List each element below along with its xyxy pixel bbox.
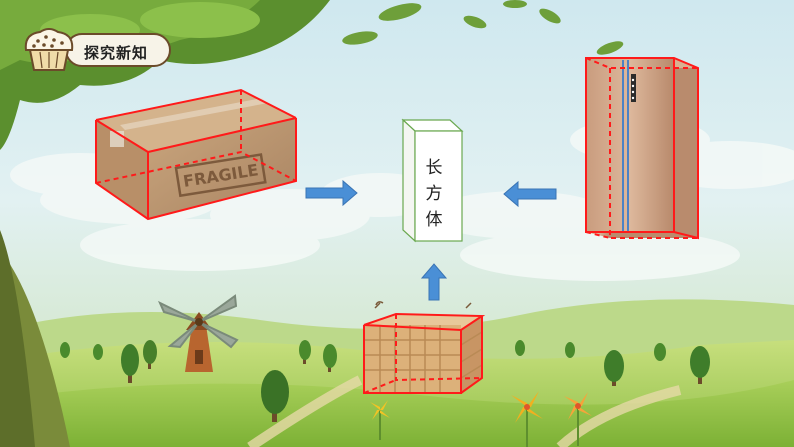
arrow-right: [305, 179, 358, 207]
cuboid-diagram: [401, 118, 464, 243]
cuboid-label: 长 方 体: [420, 155, 448, 233]
windmill: [157, 294, 239, 372]
leaves: [342, 0, 624, 55]
page-title: 探究新知: [84, 44, 149, 62]
refrigerator: [585, 57, 699, 240]
cardboard-box: FRAGILE: [95, 88, 297, 221]
label-char: 方: [425, 184, 443, 204]
section-badge: [24, 28, 171, 71]
pinwheels: [370, 391, 592, 447]
label-char: 长: [425, 158, 443, 178]
small-trees: [60, 340, 710, 422]
label-char: 体: [425, 210, 443, 230]
arrow-up: [420, 263, 448, 301]
muffin-icon: [24, 28, 74, 71]
arrow-left: [503, 180, 557, 208]
wooden-crate: [363, 301, 486, 394]
